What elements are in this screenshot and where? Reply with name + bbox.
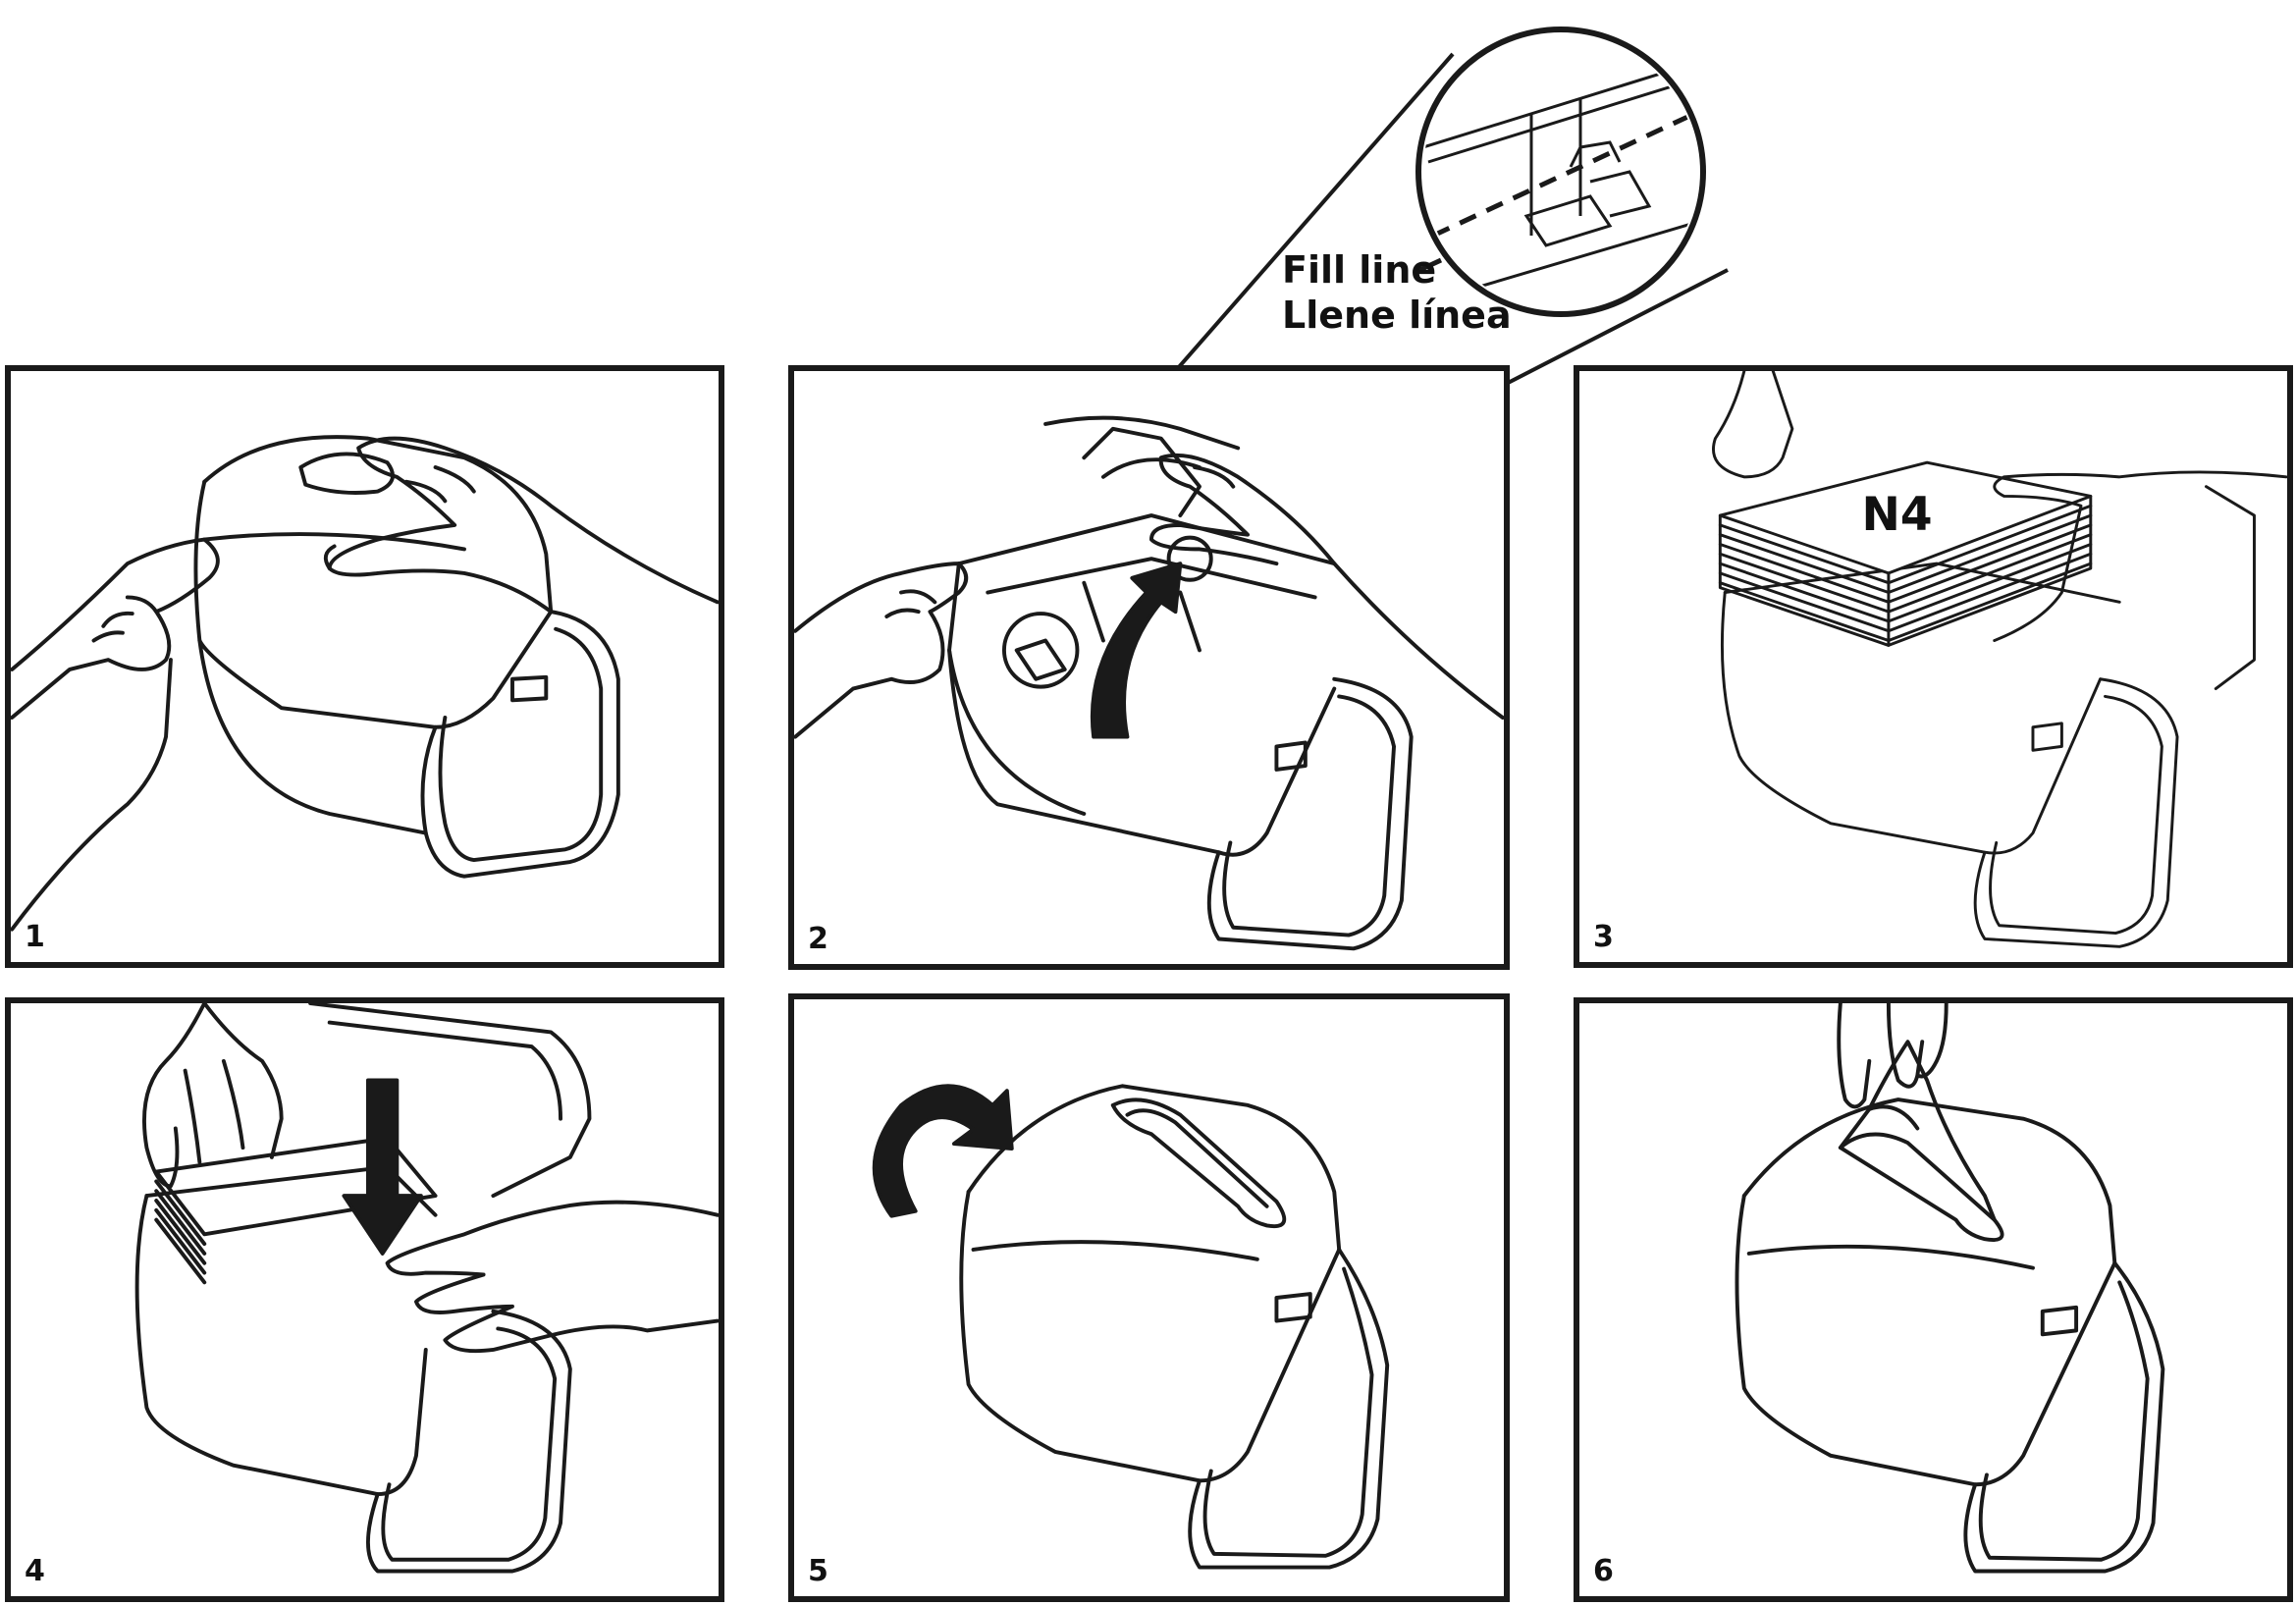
refill-label: N4 [1861,488,1932,542]
step-1-panel: 1 [5,365,724,968]
step-5-panel: 5 [788,993,1510,1602]
step-3-number: 3 [1593,920,1614,954]
fill-line-label-en: Fill line [1282,248,1437,292]
step-4-number: 4 [25,1554,45,1588]
fill-line-dashed [1431,95,1698,239]
step-1-illustration [11,435,719,932]
step-3-illustration: N4 [1712,371,2287,948]
step-5-number: 5 [808,1554,828,1588]
step-2-number: 2 [808,922,828,956]
step-3-panel: N4 3 [1574,365,2293,968]
step-6-panel: 6 [1574,997,2293,1602]
step-6-number: 6 [1593,1554,1614,1588]
step-1-number: 1 [25,920,45,954]
step-2-illustration [794,415,1504,951]
fill-line-label: Fill line Llene línea [1282,247,1512,338]
step-4-panel: 4 [5,997,724,1602]
step-5-illustration [872,1084,1390,1570]
step-4-illustration [134,1003,719,1574]
step-6-illustration [1735,1003,2165,1574]
fill-line-label-es: Llene línea [1282,294,1512,337]
step-2-panel: 2 [788,365,1510,970]
